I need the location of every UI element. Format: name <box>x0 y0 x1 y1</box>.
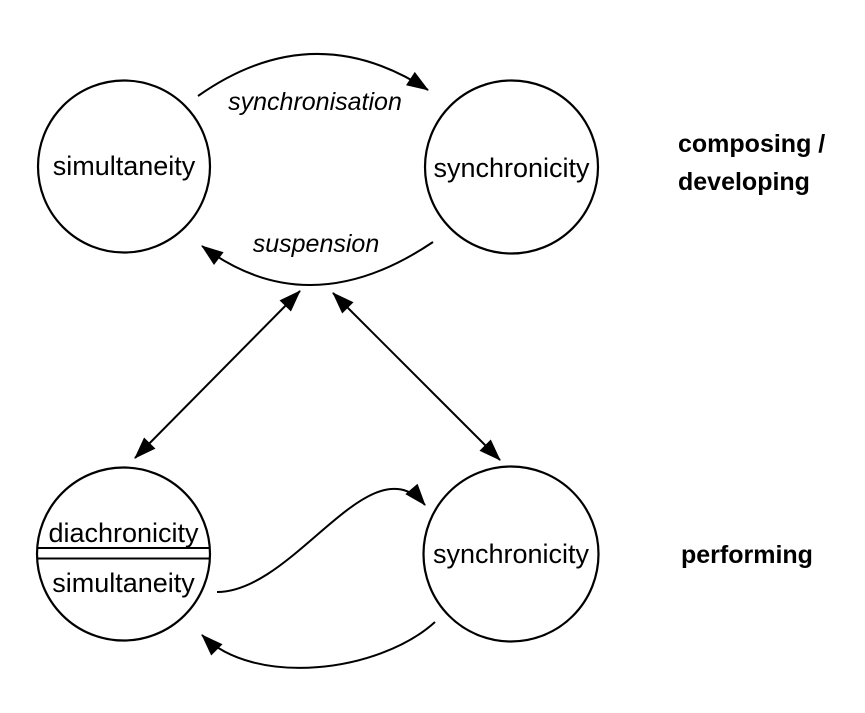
performing-forward-arrow <box>216 483 426 593</box>
node-diachronicity-label: diachronicity <box>48 518 199 548</box>
synchronisation-label: synchronisation <box>228 88 402 116</box>
node-synchronicity-top-label: synchronicity <box>433 153 590 183</box>
node-diachronicity-simultaneity-circle <box>35 466 212 642</box>
left-bidirectional-arrow <box>134 290 301 459</box>
suspension-arrow <box>201 241 434 286</box>
composing-developing-label-line1: composing / <box>678 130 825 158</box>
synchronisation-arrow <box>197 52 429 97</box>
composing-developing-label-line2: developing <box>678 168 810 196</box>
node-simultaneity-bottom-label: simultaneity <box>52 568 195 598</box>
node-simultaneity-top-circle <box>36 79 212 254</box>
node-synchronicity-bottom-circle <box>422 465 600 643</box>
node-synchronicity-bottom-label: synchronicity <box>433 539 590 569</box>
node-simultaneity-top-label: simultaneity <box>53 151 196 181</box>
suspension-label: suspension <box>253 230 379 258</box>
right-bidirectional-arrow <box>332 292 501 461</box>
performing-return-arrow <box>201 621 436 669</box>
node-synchronicity-top-circle <box>423 79 600 255</box>
performing-label: performing <box>681 541 813 569</box>
